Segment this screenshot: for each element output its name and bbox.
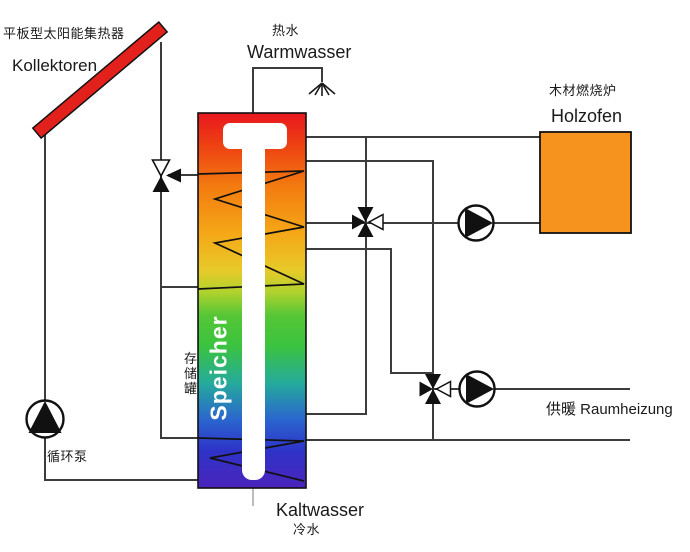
heating-label: 供暖 Raumheizung	[546, 401, 673, 418]
heating-mixing-valve-icon	[419, 374, 452, 404]
warmwater-label-de: Warmwasser	[247, 42, 352, 62]
solar-pump-icon	[25, 399, 65, 439]
tube-stem	[242, 134, 265, 480]
coldwater-label-de: Kaltwasser	[276, 500, 365, 520]
holzofen-box	[539, 131, 632, 234]
holzofen-label-de: Holzofen	[551, 106, 623, 126]
collector-label-zh: 平板型太阳能集热器	[3, 26, 125, 41]
stove-pump-icon	[457, 204, 495, 242]
pipe-collector-cold-leg	[44, 130, 198, 481]
holzofen-label-zh: 木材燃烧炉	[549, 83, 617, 98]
pipe-stove-valve-drop	[306, 137, 367, 415]
solar-collector-panel	[31, 20, 169, 140]
upper-coil	[197, 170, 305, 290]
tap-spray-icon	[308, 82, 336, 96]
pump-label-zh: 循环泵	[47, 449, 88, 464]
warmwater-label-zh: 热水	[272, 23, 300, 38]
collector-label-de: Kollektoren	[12, 56, 98, 75]
collector-valve-icon	[151, 159, 181, 192]
tank-label-de: Speicher	[205, 315, 232, 421]
coldwater-label-zh: 冷水	[293, 522, 321, 537]
pipe-heating-supply-lower	[306, 248, 433, 374]
tank-internal-tube	[223, 123, 287, 480]
tank-label-zh: 存储罐	[183, 351, 197, 396]
stove-mixing-valve-icon	[352, 207, 384, 237]
heating-pump-icon	[458, 370, 496, 408]
pipe-network	[44, 42, 630, 481]
pipe-warmwater-out	[252, 67, 323, 113]
pipe-heating-supply-upper	[306, 160, 434, 389]
